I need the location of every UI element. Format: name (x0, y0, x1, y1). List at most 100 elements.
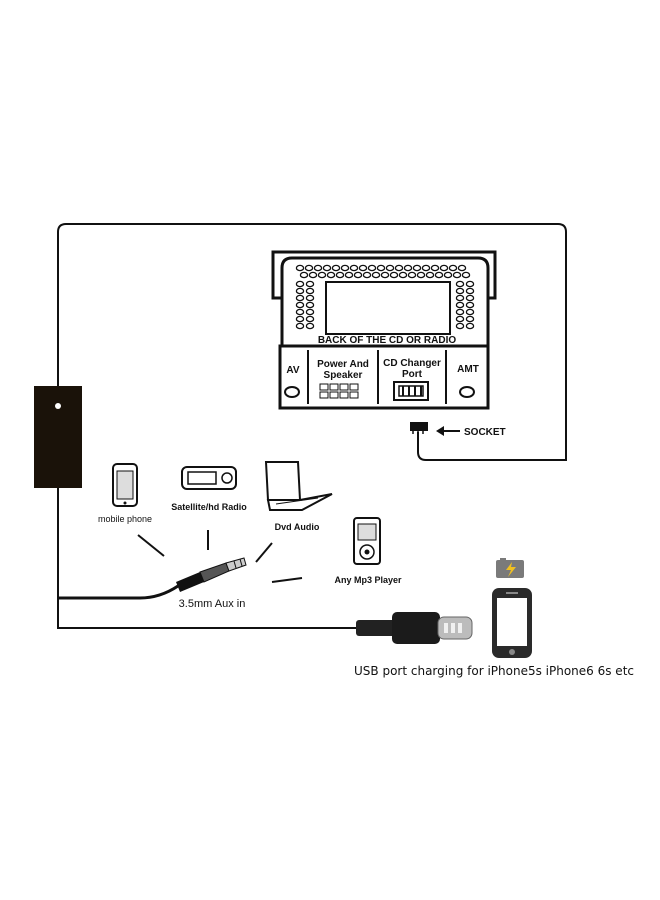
vent-hole (362, 271, 372, 279)
vent-hole (305, 315, 315, 323)
cd-port-label-line2: Port (402, 369, 423, 380)
vent-hole (295, 315, 305, 323)
vent-hole (465, 280, 475, 288)
aux-label: 3.5mm Aux in (179, 598, 246, 610)
satellite-radio-label: Satellite/hd Radio (171, 502, 247, 512)
vent-hole (335, 271, 345, 279)
mp3-player-icon (353, 517, 381, 565)
vent-hole (398, 271, 408, 279)
vent-hole (326, 271, 336, 279)
vent-hole (313, 264, 323, 272)
amt-label: AMT (457, 364, 479, 375)
mp3-player-label: Any Mp3 Player (334, 575, 402, 585)
vent-hole (455, 301, 465, 309)
vent-hole (371, 271, 381, 279)
connector-line-dvd (255, 542, 273, 563)
connector-line-phone (137, 534, 165, 557)
vent-hole (353, 271, 363, 279)
vent-hole (305, 287, 315, 295)
vent-hole (465, 294, 475, 302)
vent-hole (448, 264, 458, 272)
power-label-line1: Power And (317, 359, 369, 370)
vent-hole (367, 264, 377, 272)
socket-label: SOCKET (464, 427, 506, 438)
vent-hole (465, 301, 475, 309)
vent-hole (340, 264, 350, 272)
cd-changer-port (393, 381, 429, 401)
vent-hole (421, 264, 431, 272)
vent-hole (295, 301, 305, 309)
vent-hole (322, 264, 332, 272)
connector-line-mp3 (271, 577, 303, 583)
usb-label: USB port charging for iPhone5s iPhone6 6… (354, 664, 634, 678)
iphone-icon (492, 588, 532, 658)
vent-hole (305, 294, 315, 302)
vent-hole (465, 322, 475, 330)
vent-hole (455, 322, 465, 330)
vent-hole (308, 271, 318, 279)
vent-hole (416, 271, 426, 279)
vent-hole (305, 322, 315, 330)
vent-hole (430, 264, 440, 272)
vent-hole (412, 264, 422, 272)
vent-hole (455, 280, 465, 288)
vent-hole (455, 287, 465, 295)
av-label: AV (286, 365, 299, 376)
vent-hole (465, 315, 475, 323)
vent-hole (452, 271, 462, 279)
vent-hole (331, 264, 341, 272)
av-jack (284, 386, 300, 398)
vent-hole (317, 271, 327, 279)
interface-module (34, 386, 82, 488)
vent-hole (349, 264, 359, 272)
vent-hole (295, 294, 305, 302)
vent-hole (385, 264, 395, 272)
vent-hole (425, 271, 435, 279)
vent-hole (455, 308, 465, 316)
radio-back-panel (271, 250, 497, 410)
vent-hole (344, 271, 354, 279)
vent-hole (305, 301, 315, 309)
usb-cable (57, 488, 360, 629)
vent-hole (457, 264, 467, 272)
aux-cable (58, 584, 179, 600)
vent-hole (299, 271, 309, 279)
vent-hole (407, 271, 417, 279)
lightning-connector-icon (356, 612, 473, 644)
aux-plug-icon (176, 557, 247, 592)
harness-cable (57, 223, 567, 461)
vent-hole (358, 264, 368, 272)
vent-hole (439, 264, 449, 272)
vent-hole (380, 271, 390, 279)
socket-plug (410, 422, 428, 434)
vent-hole (304, 264, 314, 272)
vent-hole (389, 271, 399, 279)
vent-hole (403, 264, 413, 272)
mobile-phone-icon (112, 463, 138, 507)
vent-holes (295, 264, 475, 330)
vent-hole (443, 271, 453, 279)
cd-port-label-line1: CD Changer (383, 358, 441, 369)
vent-hole (394, 264, 404, 272)
vent-hole (295, 322, 305, 330)
vent-hole (455, 315, 465, 323)
vent-hole (295, 287, 305, 295)
vent-hole (295, 264, 305, 272)
satellite-radio-icon (181, 466, 237, 490)
amt-jack (459, 386, 475, 398)
vent-hole (305, 280, 315, 288)
vent-hole (305, 308, 315, 316)
vent-hole (434, 271, 444, 279)
mobile-phone-label: mobile phone (98, 514, 152, 524)
vent-hole (295, 308, 305, 316)
vent-hole (461, 271, 471, 279)
radio-title: BACK OF THE CD OR RADIO (318, 335, 457, 346)
vent-hole (376, 264, 386, 272)
vent-hole (455, 294, 465, 302)
power-label-line2: Speaker (324, 370, 363, 381)
dvd-laptop-icon (264, 461, 333, 511)
battery-icon (496, 558, 524, 578)
power-speaker-connector (319, 383, 359, 399)
dvd-audio-label: Dvd Audio (275, 522, 320, 532)
